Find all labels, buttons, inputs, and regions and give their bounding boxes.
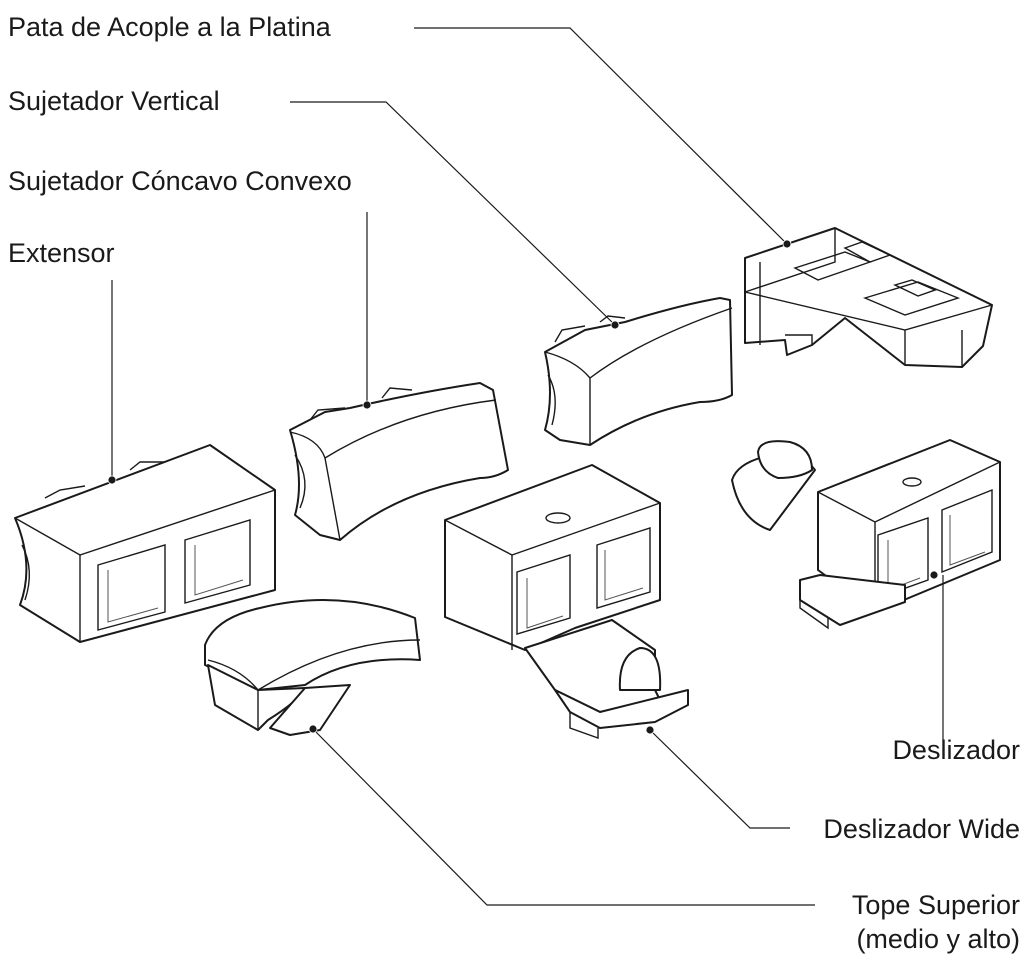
label-sujetador-concavo-convexo: Sujetador Cóncavo Convexo	[8, 166, 352, 196]
dot-pata	[782, 239, 792, 249]
leader-pata	[414, 27, 788, 245]
dot-concavo	[362, 400, 372, 410]
leader-dots	[107, 239, 939, 735]
leader-tope	[312, 728, 815, 906]
pata-de-acople-part	[744, 227, 993, 368]
dot-tope	[308, 724, 318, 734]
label-tope-superior: Tope Superior	[851, 890, 1020, 920]
deslizador-wide-part	[444, 464, 689, 739]
label-sujetador-vertical: Sujetador Vertical	[8, 86, 220, 116]
sujetador-vertical-part	[544, 297, 733, 446]
sujetador-concavo-convexo-part	[289, 382, 509, 541]
tope-superior-part	[204, 599, 421, 736]
label-deslizador-wide: Deslizador Wide	[823, 814, 1020, 844]
label-pata-de-acople: Pata de Acople a la Platina	[8, 12, 331, 42]
label-extensor: Extensor	[8, 238, 115, 268]
leader-wide	[649, 729, 790, 829]
label-deslizador: Deslizador	[892, 735, 1020, 765]
label-tope-superior-sub: (medio y alto)	[856, 924, 1020, 954]
dot-wide	[645, 725, 655, 735]
leader-lines	[111, 27, 944, 906]
dot-deslizador	[929, 570, 939, 580]
deslizador-part	[731, 439, 1001, 630]
dot-extensor	[107, 475, 117, 485]
dot-vertical	[610, 320, 620, 330]
extensor-part	[14, 444, 276, 643]
leader-vertical	[290, 101, 616, 326]
